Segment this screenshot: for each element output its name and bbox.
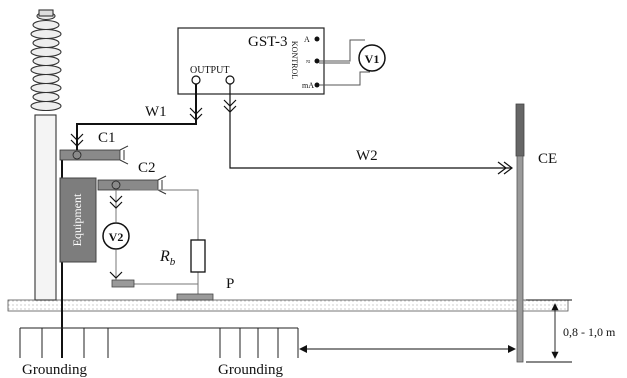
- insulator-stack: [30, 9, 62, 301]
- w1-plug-clamp: [70, 133, 84, 147]
- resistor-label: Rb: [159, 248, 176, 268]
- w2-plug-top: [223, 99, 237, 113]
- v2-plug-ground: [109, 271, 123, 279]
- resistor-symbol: R: [159, 248, 170, 265]
- kontrol-terminal-ac: [314, 58, 320, 64]
- v2-plug-clamp: [109, 195, 123, 209]
- device-title: GST-3: [248, 34, 287, 50]
- voltmeter-v1-label: V1: [365, 52, 380, 66]
- v1-connection-wires: [319, 39, 370, 86]
- device-gst3: GST-3 OUTPUT KONTROL A ≈ mA: [177, 27, 325, 95]
- electrode-label: CE: [538, 151, 557, 167]
- kontrol-terminal-a: [314, 36, 320, 42]
- clamp-c1: [59, 145, 129, 165]
- clamp-c2: [97, 175, 167, 195]
- equipment-label: Equipment: [70, 193, 84, 246]
- terminal-a-label: A: [304, 35, 310, 44]
- output-terminal-1: [191, 75, 201, 85]
- depth-dimension: [526, 299, 572, 363]
- clamp-c2-label: C2: [138, 160, 156, 176]
- voltmeter-v2: [102, 222, 130, 250]
- grounding-label-left: Grounding: [22, 362, 87, 378]
- grounding-label-right: Grounding: [218, 362, 283, 378]
- output-terminal-2: [225, 75, 235, 85]
- equipment-box: Equipment: [59, 177, 97, 263]
- grounding-grid-left: [19, 327, 299, 358]
- resistor-rb: [190, 239, 206, 273]
- output-label: OUTPUT: [190, 65, 229, 76]
- wire-w1-label: W1: [145, 104, 167, 120]
- w2-plug-electrode: [497, 161, 513, 175]
- ground-surface: [7, 299, 569, 312]
- voltmeter-v2-label: V2: [109, 230, 124, 244]
- kontrol-label: KONTROL: [290, 41, 299, 79]
- probe-label: P: [226, 276, 234, 292]
- voltmeter-v1: [358, 44, 386, 72]
- wire-w2-label: W2: [356, 148, 378, 164]
- terminal-ac-label: ≈: [306, 57, 311, 66]
- clamp-c1-label: C1: [98, 130, 116, 146]
- current-electrode: [515, 103, 525, 363]
- terminal-ma-label: mA: [302, 81, 314, 90]
- probe-plate: [176, 293, 214, 301]
- w1-plug-top: [189, 107, 203, 121]
- resistor-subscript: b: [170, 256, 176, 268]
- kontrol-terminal-ma: [314, 82, 320, 88]
- v2-lead-clip: [111, 279, 135, 288]
- wire-w1: [76, 84, 197, 150]
- depth-label: 0,8 - 1,0 m: [563, 325, 616, 339]
